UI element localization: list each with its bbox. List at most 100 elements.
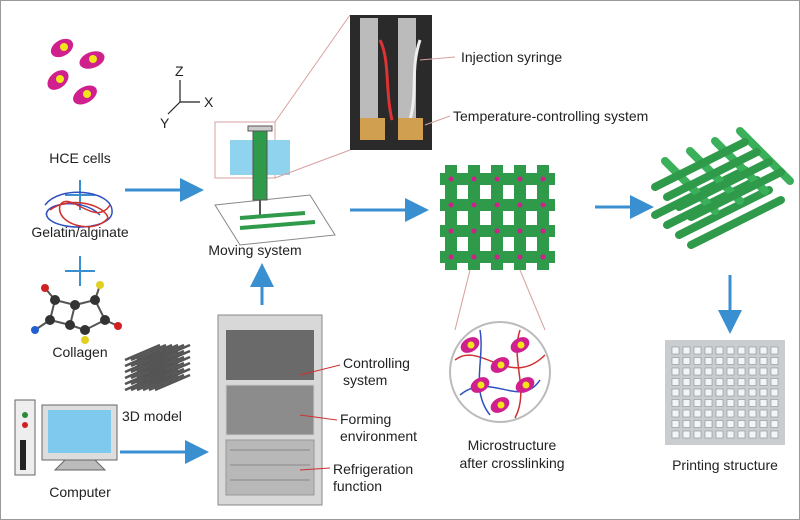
photo-cell bbox=[682, 367, 691, 376]
photo-cell bbox=[759, 388, 768, 397]
nucleus bbox=[467, 341, 475, 349]
grid-strand bbox=[514, 165, 526, 270]
refrigeration-label-1: Refrigeration bbox=[333, 461, 413, 477]
photo-cell bbox=[715, 378, 724, 386]
cell-dot bbox=[517, 228, 523, 234]
photo-cell bbox=[726, 399, 735, 407]
photo-cell bbox=[704, 420, 713, 428]
photo-cell bbox=[770, 388, 779, 397]
photo-cell bbox=[671, 399, 680, 407]
photo-cell bbox=[704, 409, 713, 418]
photo-cell bbox=[704, 388, 713, 397]
cell-dot bbox=[448, 228, 454, 234]
cube-strand bbox=[130, 373, 167, 392]
controlling-label-2: system bbox=[343, 372, 387, 388]
cell-dot bbox=[540, 176, 546, 182]
moving-system-label: Moving system bbox=[208, 242, 301, 258]
cell-dot bbox=[448, 176, 454, 182]
photo-cell bbox=[693, 420, 702, 428]
photo-cell bbox=[693, 409, 702, 418]
collagen-label: Collagen bbox=[52, 344, 107, 360]
grid-strand bbox=[491, 165, 503, 270]
cube-strand bbox=[130, 343, 167, 362]
photo-cell bbox=[737, 420, 746, 428]
axis-x: X bbox=[204, 94, 214, 110]
photo-cell bbox=[759, 420, 768, 428]
photo-cell bbox=[726, 346, 735, 355]
photo-cell bbox=[748, 388, 757, 397]
photo-cell bbox=[671, 388, 680, 397]
cube-strand bbox=[130, 355, 167, 374]
cube-strand bbox=[124, 367, 161, 386]
photo-cell bbox=[715, 420, 724, 428]
photo-cell bbox=[737, 409, 746, 418]
photo-cell bbox=[704, 346, 713, 355]
photo-cell bbox=[715, 399, 724, 407]
cube-strand bbox=[142, 373, 179, 392]
leader-line bbox=[299, 414, 338, 421]
cube-strand bbox=[136, 373, 173, 392]
photo-cell bbox=[682, 430, 691, 439]
axis-y: Y bbox=[160, 115, 170, 131]
photo-cell bbox=[715, 357, 724, 365]
photo-cell bbox=[759, 399, 768, 407]
scaffold-strand bbox=[651, 138, 749, 191]
photo-cell bbox=[748, 399, 757, 407]
grid-strand bbox=[537, 165, 549, 270]
photo-cell bbox=[715, 388, 724, 397]
nucleus bbox=[497, 361, 505, 369]
photo-cell bbox=[682, 357, 691, 365]
printer-machine-photo bbox=[217, 314, 323, 506]
photo-cell bbox=[748, 378, 757, 386]
scaffold-strand bbox=[687, 196, 785, 249]
cell-dot bbox=[517, 254, 523, 260]
hce-cells-icon bbox=[47, 38, 105, 105]
cell-dot bbox=[517, 176, 523, 182]
photo-cell bbox=[770, 399, 779, 407]
photo-cell bbox=[726, 409, 735, 418]
cube-strand bbox=[154, 373, 191, 392]
moving-system-illustration bbox=[214, 121, 336, 246]
scaffold-3d-illustration bbox=[651, 127, 794, 249]
photo-cell bbox=[671, 346, 680, 355]
microstructure-circle bbox=[449, 321, 551, 423]
scaffold-strand bbox=[663, 148, 761, 201]
photo-cell bbox=[737, 378, 746, 386]
photo-cell bbox=[693, 367, 702, 376]
photo-cell bbox=[737, 388, 746, 397]
photo-cell bbox=[770, 357, 779, 365]
leader-line bbox=[274, 14, 351, 123]
forming-label-2: environment bbox=[340, 428, 417, 444]
scaffold-strand bbox=[687, 168, 785, 221]
photo-cell bbox=[748, 357, 757, 365]
cell-dot bbox=[448, 254, 454, 260]
photo-cell bbox=[704, 430, 713, 439]
scaffold-strand bbox=[675, 186, 773, 239]
photo-cell bbox=[704, 357, 713, 365]
photo-cell bbox=[770, 367, 779, 376]
xyz-axes-icon bbox=[167, 80, 200, 115]
photo-cell bbox=[737, 346, 746, 355]
photo-cell bbox=[682, 409, 691, 418]
photo-cell bbox=[693, 357, 702, 365]
nucleus bbox=[517, 341, 525, 349]
cell-dot bbox=[471, 176, 477, 182]
photo-cell bbox=[682, 420, 691, 428]
cell-dot bbox=[471, 202, 477, 208]
printing-structure-label: Printing structure bbox=[672, 457, 778, 473]
3d-model-cube-icon bbox=[124, 343, 191, 392]
gelatin-label: Gelatin/alginate bbox=[31, 224, 129, 240]
photo-cell bbox=[715, 409, 724, 418]
cell-dot bbox=[471, 254, 477, 260]
photo-cell bbox=[682, 399, 691, 407]
grid-strand bbox=[445, 165, 457, 270]
photo-cell bbox=[770, 346, 779, 355]
nucleus bbox=[477, 381, 485, 389]
photo-cell bbox=[671, 409, 680, 418]
grid-strand bbox=[468, 165, 480, 270]
cube-strand bbox=[124, 355, 161, 374]
photo-cell bbox=[704, 399, 713, 407]
computer-label: Computer bbox=[49, 484, 111, 500]
photo-cell bbox=[682, 346, 691, 355]
photo-cell bbox=[726, 367, 735, 376]
